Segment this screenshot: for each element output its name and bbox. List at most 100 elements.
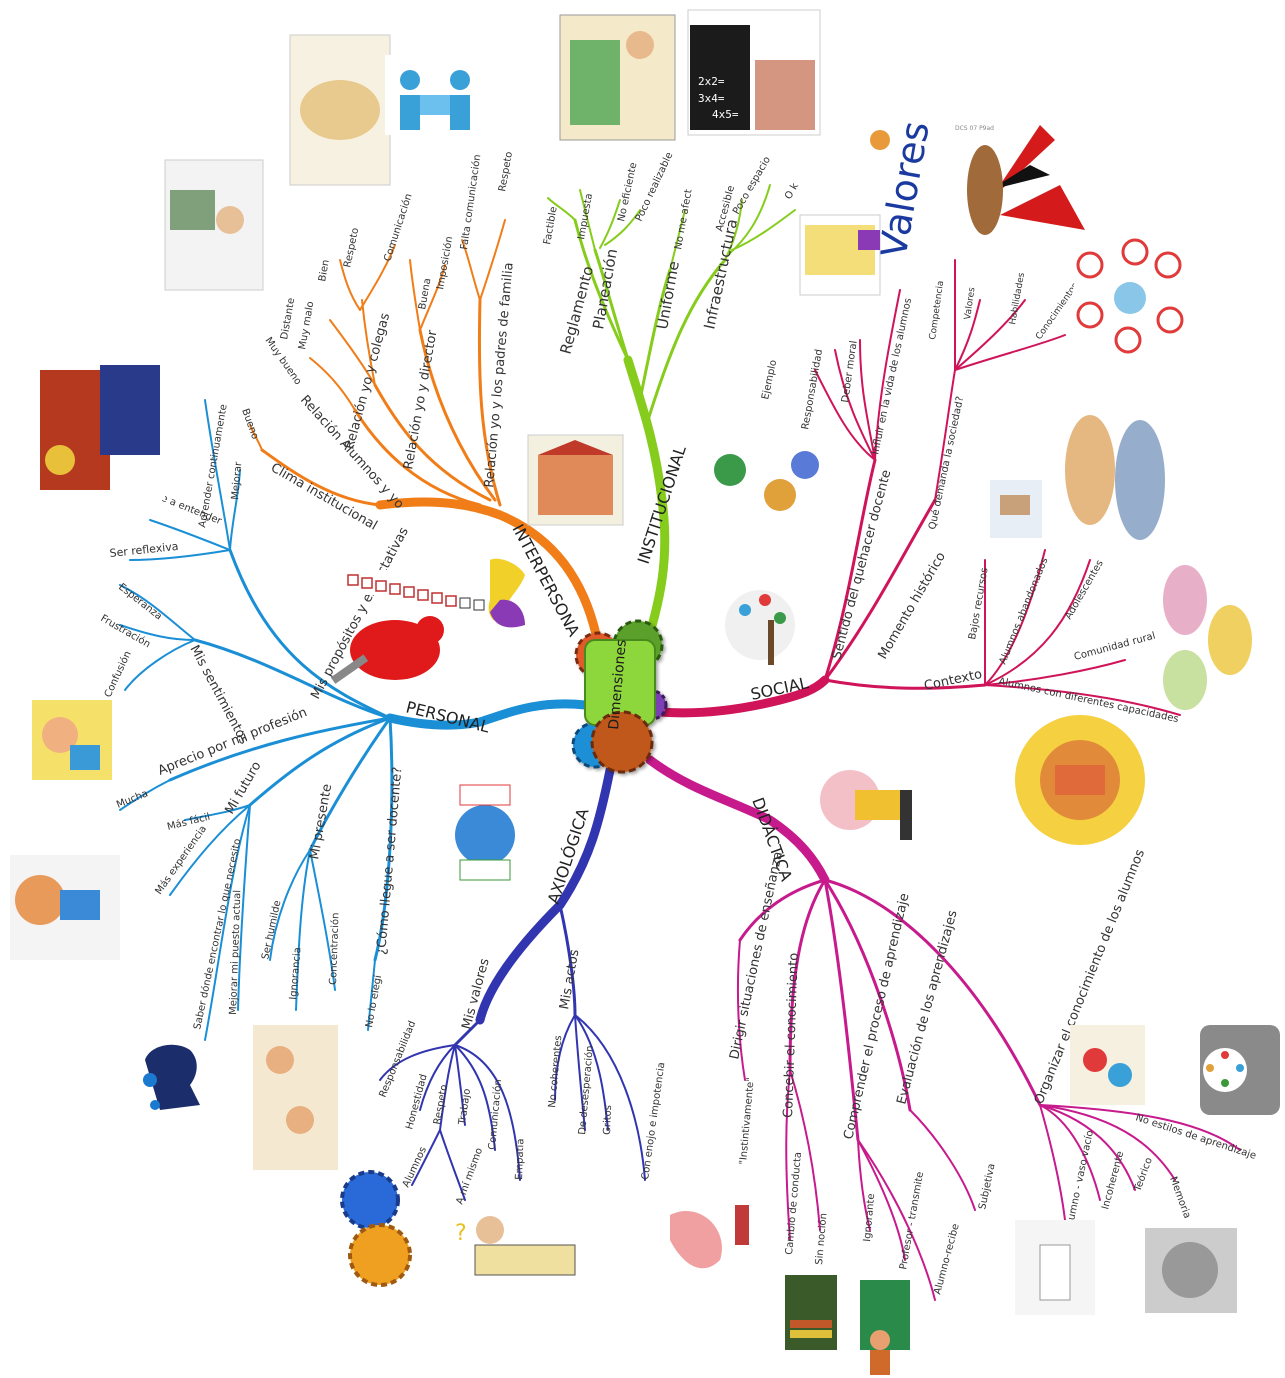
school-image [527,434,624,526]
blackboard-image: 2x2= 3x4= 4x5= [687,9,821,136]
branch-didactica [645,755,1241,1301]
branch-institucional [547,184,796,655]
books-image [785,1275,837,1350]
label-poco-espacio: Poco espacio [731,155,773,217]
label-adolescentes: Adolescentes [1063,558,1106,621]
label-bueno: Bueno [239,407,260,441]
thinking-character-image [820,770,912,840]
label-factible: Factible [542,206,560,246]
label-confusion: Confusión [102,649,134,699]
label-impuesta: Impuesta [576,193,595,241]
label-competencia: Competencia [928,280,946,340]
women-group-image [1155,555,1283,710]
branch-interpersonal [249,219,605,660]
office-image [164,159,264,291]
label-comunicacion: Comunicación [381,192,414,263]
label-uniforme: Uniforme [653,260,683,331]
label-personal: PERSONAL [404,697,492,736]
label-influir: Influir en la vida de los alumnos [870,297,914,456]
label-futuro: Mi futuro [222,759,264,817]
labels-interpersonal: INTERPERSONA Clima institucional Bueno R… [239,151,583,640]
label-bajos: Bajos recursos [967,567,990,641]
head-gears-icon [143,1044,200,1110]
label-vaso: Alumno - vaso vacío [1063,1129,1096,1230]
label-teorico: Teórico [1131,1156,1155,1194]
teacher-board-image [860,1280,910,1375]
label-mejorar-puesto: Mejorar mi puesto actual [228,890,243,1015]
label-no-lo-elegi: No lo elegí [363,973,384,1029]
label-profesor: Profesor - transmite [898,1171,926,1271]
label-reglamento: Reglamento [556,264,597,356]
svg-text:3x4=: 3x4= [698,92,725,105]
label-mucha: Mucha [115,788,150,811]
red-figure-image [330,616,444,684]
person-icons-image [385,55,483,135]
label-incoherente: Incoherente [1100,1150,1126,1211]
label-frustracion: Frustración [99,612,153,650]
label-habilidades: Habilidades [1008,272,1027,326]
label-concentracion: Concentración [327,912,342,985]
label-humilde: Ser humilde [260,899,283,960]
label-honestidad: Honestidad [404,1073,429,1131]
label-falta-comunicacion: Falta comunicación [458,154,483,251]
label-presente: Mi presente [307,783,335,861]
glasses-image [1015,1220,1095,1315]
label-gritos: Gritos [602,1105,614,1135]
teacher-desk-image [32,700,112,780]
label-sin-nocion: Sin noción [813,1213,829,1266]
label-ignorancia: Ignorancia [288,947,304,1000]
label-aprender: Aprender continuamente [197,403,230,528]
label-mis-actos: Mis actos [557,948,582,1011]
branch-axiologica [379,765,646,1201]
center-label: Dimensiones [606,639,630,730]
label-instintivamente: "Instintivamente" [738,1077,757,1165]
kids-faces-image [799,214,881,296]
label-alumnos: Alumnos [401,1145,429,1189]
label-responsabilidad: Responsabilidad [378,1019,419,1099]
label-ejemplo: Ejemplo [760,359,779,401]
label-buena: Buena [417,277,433,310]
label-a-mi-mismo: A mí mismo [454,1146,486,1206]
classroom-image [559,14,676,141]
labels-axiologica: AXIOLÓGICA Mis valores Responsabilidad H… [378,806,668,1206]
classroom-drawing-image [253,1025,338,1170]
label-valores: Valores [963,286,977,320]
label-sentido: Sentido del quehacer docente [829,468,894,661]
valores-tiny-text: DCS 07 P9ad [955,125,994,132]
gears-brain-image [1145,1228,1237,1313]
branch-social [655,259,1181,718]
label-alumno-recibe: Alumno-recibe [932,1223,961,1296]
meeting-image [289,34,391,186]
kids-collage-image [1070,1025,1145,1105]
labels-didactica: DIDÁCTICA Dirigir situaciones de enseñan… [727,795,1257,1296]
label-mejorar: Mejorar [230,461,244,501]
globe-image [455,784,515,881]
label-respeto2: Respeto [497,151,515,193]
label-contexto: Contexto [923,667,984,694]
kids-group-image [700,440,820,520]
label-memoria: Memoria [1167,1175,1192,1220]
label-enojo: Con enojo e impotencia [640,1062,667,1181]
svg-text:2x2=: 2x2= [698,75,725,88]
checklist-image [345,570,490,611]
question-sign-image [35,360,165,500]
label-imposicion: Imposición [434,235,455,290]
center-gears: Dimensiones [571,619,668,774]
label-responsabilidad-so: Responsabilidad [800,348,825,430]
svg-text:?: ? [455,1221,467,1246]
label-no-me-afect: No me afect [673,188,694,250]
label-no-estilos: No estilos de aprendizaje [1134,1112,1257,1161]
scientist-image [650,1175,760,1295]
valores-image: Valores DCS 07 P9ad [870,118,1085,262]
label-ok: O k [783,181,801,201]
gears-people-image [340,1170,412,1287]
label-concebir: Concebir el conocimiento [781,953,802,1119]
label-distante: Distante [279,297,297,340]
label-dirigir: Dirigir situaciones de enseñanza [727,850,786,1061]
label-relacion-padres: Relación yo y los padres de familia [482,262,517,488]
label-infraestructura: Infraestructura [700,217,741,330]
branch-personal [119,399,590,1041]
label-deber: Deber moral [840,340,860,403]
label-subjetiva: Subjetiva [977,1163,997,1211]
